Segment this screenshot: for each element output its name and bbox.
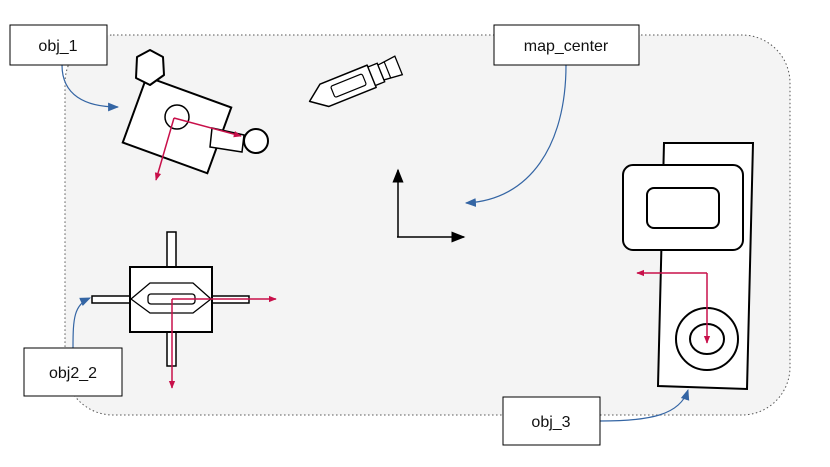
obj3-leader-arrow — [599, 388, 690, 422]
cross-frame-axes — [168, 295, 277, 389]
obj2-leader-arrow — [72, 297, 92, 349]
panel-frame-axes — [636, 269, 711, 344]
label-obj-1-text: obj_1 — [38, 38, 77, 55]
label-obj2-2: obj2_2 — [23, 347, 123, 397]
map-center-leader-arrow — [464, 64, 567, 207]
label-obj-1: obj_1 — [9, 24, 108, 66]
label-obj-3-text: obj_3 — [531, 414, 570, 431]
robot-frame-axes — [154, 117, 242, 181]
label-obj2-2-text: obj2_2 — [49, 365, 97, 382]
map-center-axes — [392, 168, 466, 243]
map-area — [64, 34, 791, 416]
pen-object — [308, 55, 404, 108]
label-obj-3: obj_3 — [502, 396, 601, 446]
label-map-center-text: map_center — [524, 38, 609, 55]
obj1-leader-arrow — [61, 64, 120, 112]
label-map-center: map_center — [493, 24, 640, 66]
